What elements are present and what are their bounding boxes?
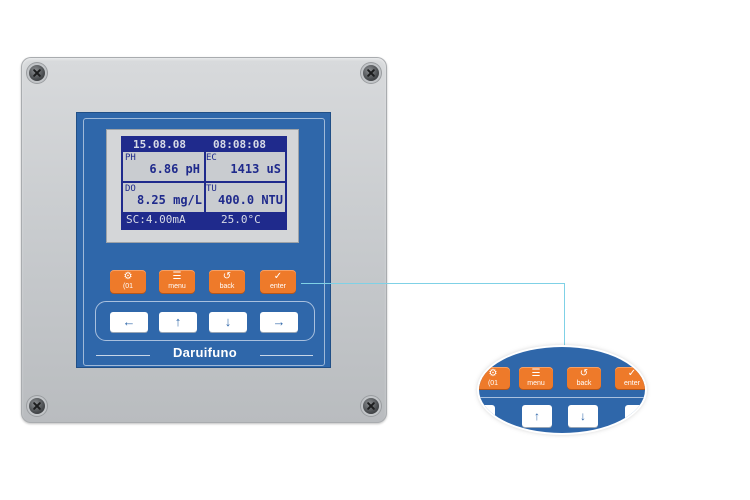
arrow-left-button[interactable]: ← [479,405,495,427]
lcd-cell-label: DO [125,184,136,194]
lcd-cell-ec: EC 1413 uS [204,152,285,182]
lcd-cell-value: 1413 uS [230,162,281,176]
arrow-down-button[interactable]: ↓ [568,405,598,427]
callout-line [301,283,564,284]
lcd-cell-label: PH [125,153,136,163]
button-label: menu [527,380,545,387]
menu-icon: ☰ [531,368,541,379]
arrow-left-button[interactable]: ← [110,312,148,332]
lcd-cell-value: 400.0 NTU [217,193,283,207]
zoom-panel-line [479,397,645,398]
lcd-cell-value: 6.86 pH [149,162,200,176]
lcd-cell-ph: PH 6.86 pH [123,152,204,182]
brand-logo: Daruifuno [150,345,260,360]
button-label: menu [168,283,186,290]
back-icon: ↺ [579,368,589,379]
button-label: back [576,380,592,387]
screw-icon [29,398,45,414]
menu-button[interactable]: ☰ menu [519,367,553,389]
brand-line-right [256,355,313,356]
back-button[interactable]: ↺ back [209,270,245,293]
brand-line-left [96,355,154,356]
setup-icon: ⚙ [123,271,133,282]
setup-icon: ⚙ [488,368,498,379]
screw-icon [363,398,379,414]
arrow-up-button[interactable]: ↑ [522,405,552,427]
screw-icon [363,65,379,81]
lcd-divider-horizontal [123,181,285,183]
lcd-footer-bar: SC:4.00mA 25.0°C [123,212,285,228]
enter-icon: ✓ [627,368,637,379]
button-label: enter [270,283,286,290]
setup-button[interactable]: ⚙ (01 [110,270,146,293]
enter-button[interactable]: ✓ enter [615,367,645,389]
lcd-output-current: SC:4.00mA [126,213,186,226]
screw-icon [29,65,45,81]
button-label: enter [624,380,640,387]
lcd-cell-tu: TU 400.0 NTU [204,183,285,213]
lcd-header-bar: 15.08.08 08:08:08 [123,138,285,152]
arrow-up-button[interactable]: ↑ [159,312,197,332]
enter-button[interactable]: ✓ enter [260,270,296,293]
arrow-down-button[interactable]: ↓ [209,312,247,332]
arrow-key-panel [95,301,315,341]
button-label: back [219,283,235,290]
arrow-right-button[interactable]: → [260,312,298,332]
lcd-cell-do: DO 8.25 mg/L [123,183,204,213]
back-icon: ↺ [222,271,232,282]
button-label: (01 [487,380,499,387]
enter-icon: ✓ [273,271,283,282]
lcd-cell-value: 8.25 mg/L [136,193,202,207]
menu-button[interactable]: ☰ menu [159,270,195,293]
lcd-temperature: 25.0°C [221,213,261,226]
lcd-display: 15.08.08 08:08:08 PH 6.86 pH EC 1413 uS … [121,136,287,230]
zoom-detail: ⚙ (01 ☰ menu ↺ back ✓ enter ← ↑ ↓ → [479,347,645,433]
lcd-cell-label: EC [206,153,217,163]
lcd-date: 15.08.08 [133,138,186,151]
lcd-time: 08:08:08 [213,138,266,151]
arrow-right-button[interactable]: → [625,405,645,427]
callout-line [564,283,565,349]
lcd-cell-label: TU [206,184,217,194]
back-button[interactable]: ↺ back [567,367,601,389]
button-label: (01 [122,283,134,290]
faceplate-frame [83,118,325,366]
menu-icon: ☰ [172,271,182,282]
setup-button[interactable]: ⚙ (01 [479,367,510,389]
